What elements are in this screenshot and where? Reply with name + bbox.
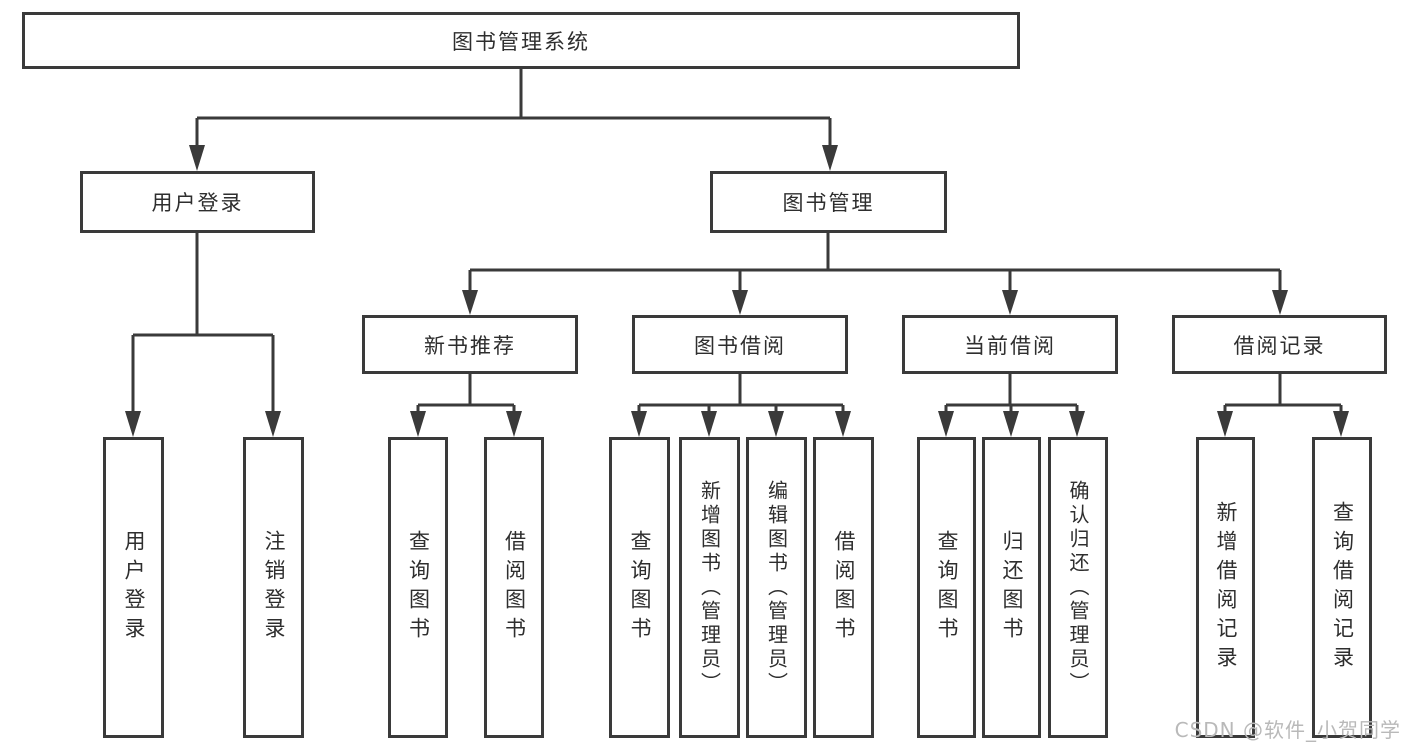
node-user-login: 用户登录 xyxy=(80,171,315,233)
csdn-watermark: CSDN @软件_小贺同学 xyxy=(1174,718,1401,742)
leaf-query-borrow-record: 查询借阅记录 xyxy=(1312,437,1372,738)
leaf-query-book: 查询图书 xyxy=(917,437,976,738)
leaf-add-borrow-record: 新增借阅记录 xyxy=(1196,437,1255,738)
leaf-user-logout: 注销登录 xyxy=(243,437,304,738)
leaf-borrow-book: 借阅图书 xyxy=(484,437,544,738)
leaf-query-book: 查询图书 xyxy=(609,437,670,738)
leaf-borrow-book: 借阅图书 xyxy=(813,437,874,738)
leaf-return-book: 归还图书 xyxy=(982,437,1041,738)
node-book-management: 图书管理 xyxy=(710,171,947,233)
leaf-add-book-admin: 新增图书（管理员） xyxy=(679,437,740,738)
node-book-borrow: 图书借阅 xyxy=(632,315,848,374)
node-new-book-recommend: 新书推荐 xyxy=(362,315,578,374)
node-current-borrow: 当前借阅 xyxy=(902,315,1118,374)
leaf-edit-book-admin: 编辑图书（管理员） xyxy=(746,437,807,738)
leaf-query-book: 查询图书 xyxy=(388,437,448,738)
leaf-confirm-return-admin: 确认归还（管理员） xyxy=(1048,437,1108,738)
node-root-system: 图书管理系统 xyxy=(22,12,1020,69)
node-borrow-record: 借阅记录 xyxy=(1172,315,1387,374)
leaf-user-login: 用户登录 xyxy=(103,437,164,738)
